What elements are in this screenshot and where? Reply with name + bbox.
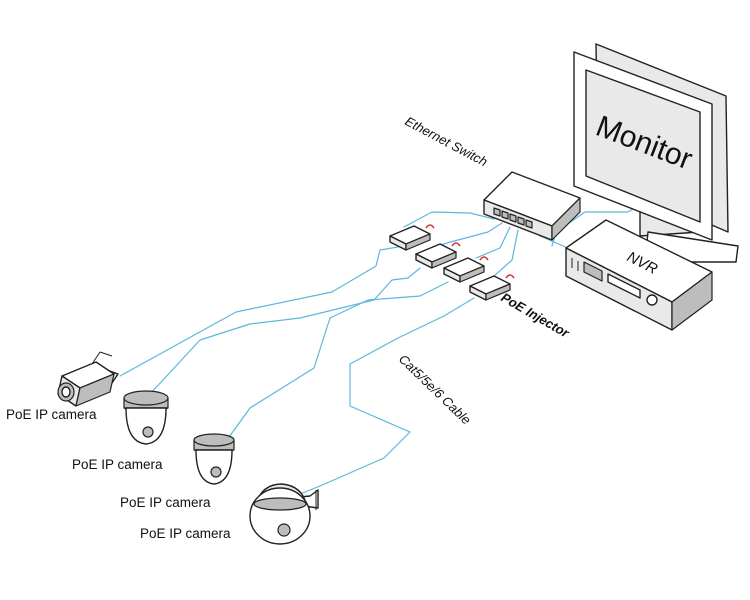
poe-injector-group — [389, 224, 515, 301]
cable-injector-3-camera-3 — [223, 281, 449, 445]
nvr-recorder-icon: NVR — [565, 219, 713, 331]
camera-label-2: PoE IP camera — [72, 457, 163, 472]
poe-injector-icon — [469, 274, 515, 301]
camera-label-4: PoE IP camera — [140, 526, 231, 541]
power-plug — [451, 242, 461, 247]
cable-label: Cat5/5e/6 Cable — [396, 351, 474, 427]
cable-switch-injector-1 — [403, 211, 495, 228]
dome-camera-icon — [123, 390, 169, 445]
poe-injector-icon — [389, 224, 435, 251]
ethernet-switch-label: Ethernet Switch — [403, 113, 490, 169]
power-plug — [505, 274, 515, 279]
cable-switch-injector-3 — [475, 226, 511, 259]
cable-injector-4-camera-4 — [299, 297, 475, 495]
cable-switch-injector-2 — [439, 222, 503, 246]
ptz-camera-icon — [249, 483, 319, 545]
dome-camera-icon — [193, 433, 235, 485]
poe-injector-icon — [415, 242, 461, 269]
camera-label-3: PoE IP camera — [120, 495, 211, 510]
poe-injector-label: PoE Injector — [499, 290, 573, 341]
power-plug — [479, 256, 489, 261]
poe-injector-icon — [443, 256, 489, 283]
power-plug — [425, 224, 435, 229]
bullet-camera-icon — [57, 351, 119, 407]
cable-injector-2-camera-2 — [149, 267, 421, 395]
cable-group — [119, 204, 641, 495]
cable-switch-injector-4 — [493, 229, 519, 277]
cable-injector-1-camera-1 — [119, 246, 399, 377]
ethernet-switch-icon — [483, 171, 581, 241]
camera-label-1: PoE IP camera — [6, 407, 97, 422]
